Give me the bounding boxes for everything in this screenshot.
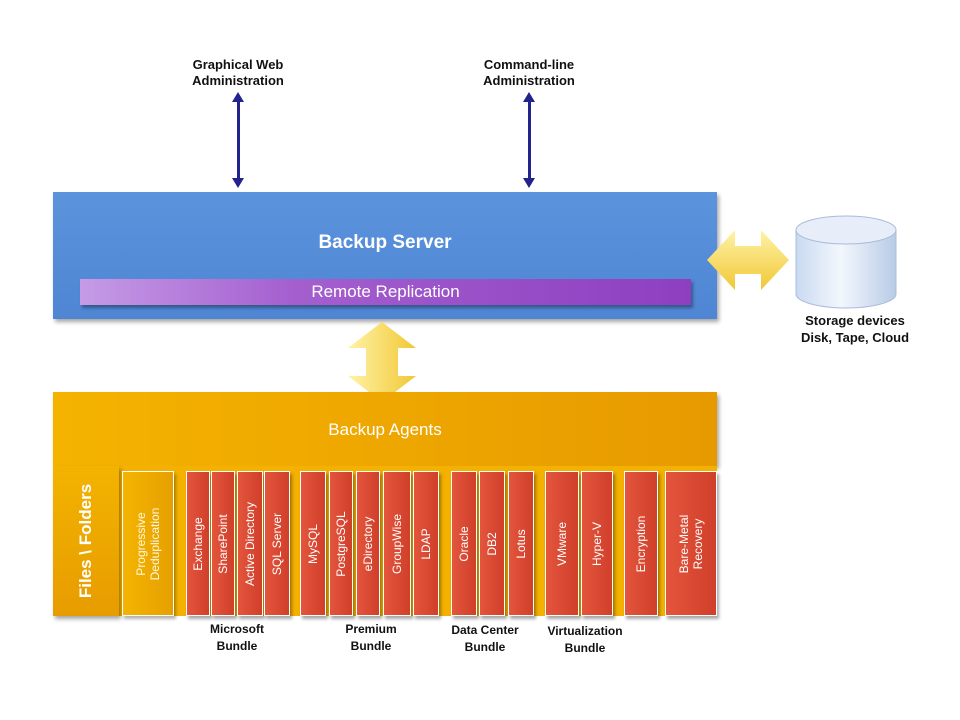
module-encryption: Encryption (624, 471, 658, 616)
module-lotus: Lotus (508, 471, 534, 616)
module-label: MySQL (306, 523, 320, 564)
backup-agents-box: Backup Agents (53, 392, 717, 466)
cli-admin-label: Command-line Administration (483, 57, 575, 88)
module-vmware: VMware (545, 471, 579, 616)
module-label: SharePoint (216, 513, 230, 574)
microsoft-bundle-label: Microsoft Bundle (210, 622, 264, 653)
module-label: DB2 (485, 531, 499, 556)
data-center-bundle-label: Data Center Bundle (451, 623, 519, 654)
module-sql-server: SQL Server (264, 471, 290, 616)
module-groupwise: GroupWise (383, 471, 411, 616)
module-label: Active Directory (243, 501, 257, 586)
module-label: VMware (555, 521, 569, 566)
module-mysql: MySQL (300, 471, 326, 616)
files-folders-label: Files \ Folders (76, 483, 95, 599)
module-exchange: Exchange (186, 471, 210, 616)
module-active-directory: Active Directory (237, 471, 263, 616)
module-label: GroupWise (390, 513, 404, 574)
module-hyper-v: Hyper-V (581, 471, 613, 616)
agents-connector-arrow-icon (348, 322, 416, 402)
backup-server-title: Backup Server (318, 232, 452, 253)
storage-devices-label: Storage devices Disk, Tape, Cloud (800, 313, 910, 345)
web-admin-arrow-icon (232, 92, 244, 188)
premium-bundle-label: Premium Bundle (345, 622, 397, 653)
module-label: Exchange (191, 516, 205, 571)
module-db2: DB2 (479, 471, 505, 616)
cli-admin-arrow-icon (523, 92, 535, 188)
progressive-deduplication-label: Progressive Deduplication (134, 507, 162, 580)
progressive-deduplication-block: Progressive Deduplication (122, 471, 174, 616)
module-label: Oracle (457, 525, 471, 562)
remote-replication-bar: Remote Replication (80, 279, 691, 305)
web-admin-label: Graphical Web Administration (192, 57, 284, 88)
module-sharepoint: SharePoint (211, 471, 235, 616)
module-label: Lotus (514, 528, 528, 559)
module-label: PostgreSQL (334, 510, 348, 577)
backup-agents-title: Backup Agents (328, 420, 442, 439)
virtualization-bundle-label: Virtualization Bundle (547, 624, 623, 655)
storage-cylinder-icon (795, 215, 897, 309)
files-folders-block: Files \ Folders (53, 466, 119, 616)
storage-connector-arrow-icon (707, 230, 789, 290)
module-label: SQL Server (270, 512, 284, 575)
module-label: Bare-Metal Recovery (677, 514, 705, 573)
module-ldap: LDAP (413, 471, 439, 616)
module-oracle: Oracle (451, 471, 477, 616)
module-edirectory: eDirectory (356, 471, 380, 616)
module-bare-metal-recovery: Bare-Metal Recovery (665, 471, 717, 616)
module-label: Hyper-V (590, 521, 604, 566)
module-label: Encryption (634, 515, 648, 572)
module-postgresql: PostgreSQL (329, 471, 353, 616)
module-label: LDAP (419, 527, 433, 560)
module-label: eDirectory (361, 516, 375, 571)
